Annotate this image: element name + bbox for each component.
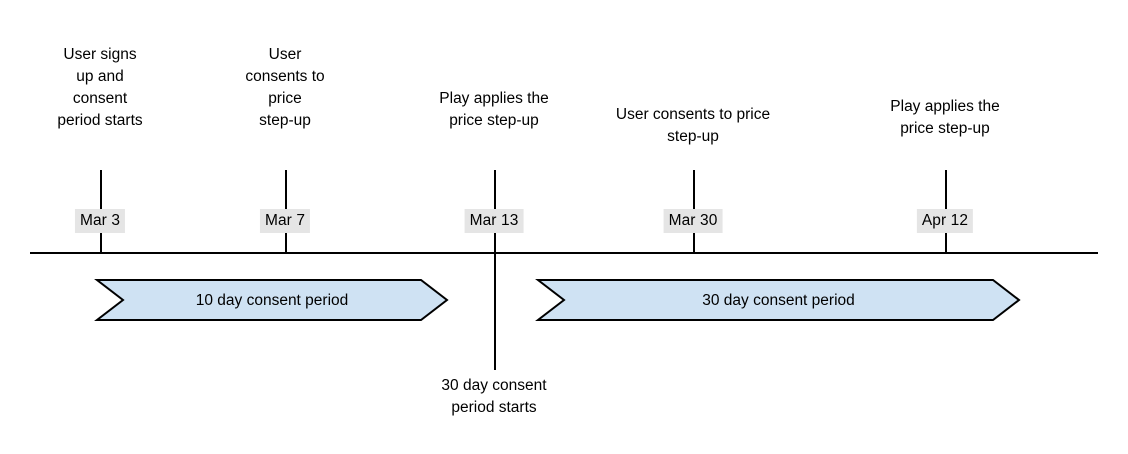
event-label-apr-12: Play applies the price step-up bbox=[890, 98, 1000, 137]
date-chip-mar-7: Mar 7 bbox=[259, 209, 311, 233]
date-chip-mar-3: Mar 3 bbox=[74, 209, 126, 233]
date-chip-apr-12: Apr 12 bbox=[916, 209, 974, 233]
period-polygon bbox=[94, 279, 449, 321]
date-chip-mar-13: Mar 13 bbox=[464, 209, 524, 233]
event-label-mar-13: Play applies the price step-up bbox=[439, 90, 549, 129]
event-label-mar-30: User consents to price step-up bbox=[615, 106, 771, 145]
below-label-mar-13-below: 30 day consent period starts bbox=[441, 377, 547, 416]
tick-line-mar-13 bbox=[494, 170, 496, 370]
period-banner-period-30-day: 30 day consent period bbox=[535, 279, 1021, 321]
event-label-mar-3: User signs up and consent period starts bbox=[57, 46, 143, 129]
period-polygon bbox=[535, 279, 1021, 321]
period-shape-period-10-day bbox=[94, 279, 449, 321]
event-label-mar-7: User consents to price step-up bbox=[245, 46, 325, 129]
period-shape-period-30-day bbox=[535, 279, 1021, 321]
period-banner-period-10-day: 10 day consent period bbox=[94, 279, 449, 321]
timeline-axis bbox=[30, 252, 1098, 254]
date-chip-mar-30: Mar 30 bbox=[663, 209, 723, 233]
